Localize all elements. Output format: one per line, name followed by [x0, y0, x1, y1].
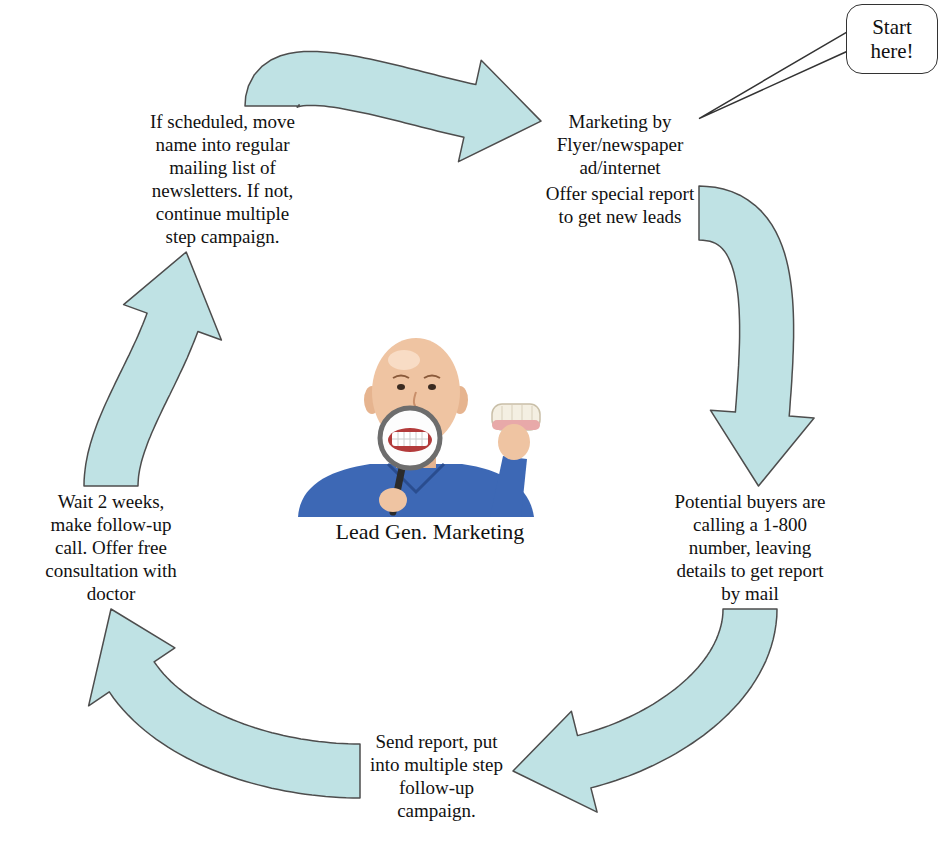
step-text: Send report, put into multiple step foll… — [360, 726, 513, 826]
eyebrow — [393, 376, 409, 379]
raised-arm — [490, 456, 527, 517]
flow-arrow — [89, 609, 360, 798]
flow-arrow — [84, 252, 221, 486]
step-text: Potential buyers are calling a 1-800 num… — [665, 486, 835, 609]
mouth — [388, 428, 432, 452]
speech-bubble: Start here! — [846, 4, 938, 74]
denture-teeth — [502, 405, 532, 420]
flow-arrow — [513, 609, 777, 812]
step-label: Send report, put into multiple step foll… — [364, 730, 509, 822]
step-label: If scheduled, move name into regular mai… — [144, 110, 301, 248]
caption: Lead Gen. Marketing — [290, 519, 570, 545]
magnifier-lens — [380, 408, 440, 468]
step-label: Marketing by Flyer/newspaper ad/internet — [545, 110, 695, 179]
step-label: Wait 2 weeks, make follow-up call. Offer… — [36, 490, 186, 605]
eye — [428, 384, 436, 390]
hand — [379, 488, 407, 512]
teeth-lines — [392, 432, 428, 446]
step-text: If scheduled, move name into regular mai… — [140, 106, 305, 252]
eyebrow — [424, 376, 440, 379]
step-text: Marketing by Flyer/newspaper ad/internet… — [541, 106, 699, 232]
hand — [498, 424, 530, 460]
teeth — [392, 432, 428, 446]
flow-arrow — [699, 186, 814, 486]
head-shine — [388, 350, 420, 370]
step-text: Wait 2 weeks, make follow-up call. Offer… — [32, 486, 190, 609]
eye — [397, 384, 405, 390]
step-label: Offer special report to get new leads — [545, 182, 695, 228]
step-label: Potential buyers are calling a 1-800 num… — [669, 490, 831, 605]
nose — [414, 392, 418, 408]
callout-text: Start here! — [855, 15, 929, 63]
callout-tail — [699, 31, 857, 119]
